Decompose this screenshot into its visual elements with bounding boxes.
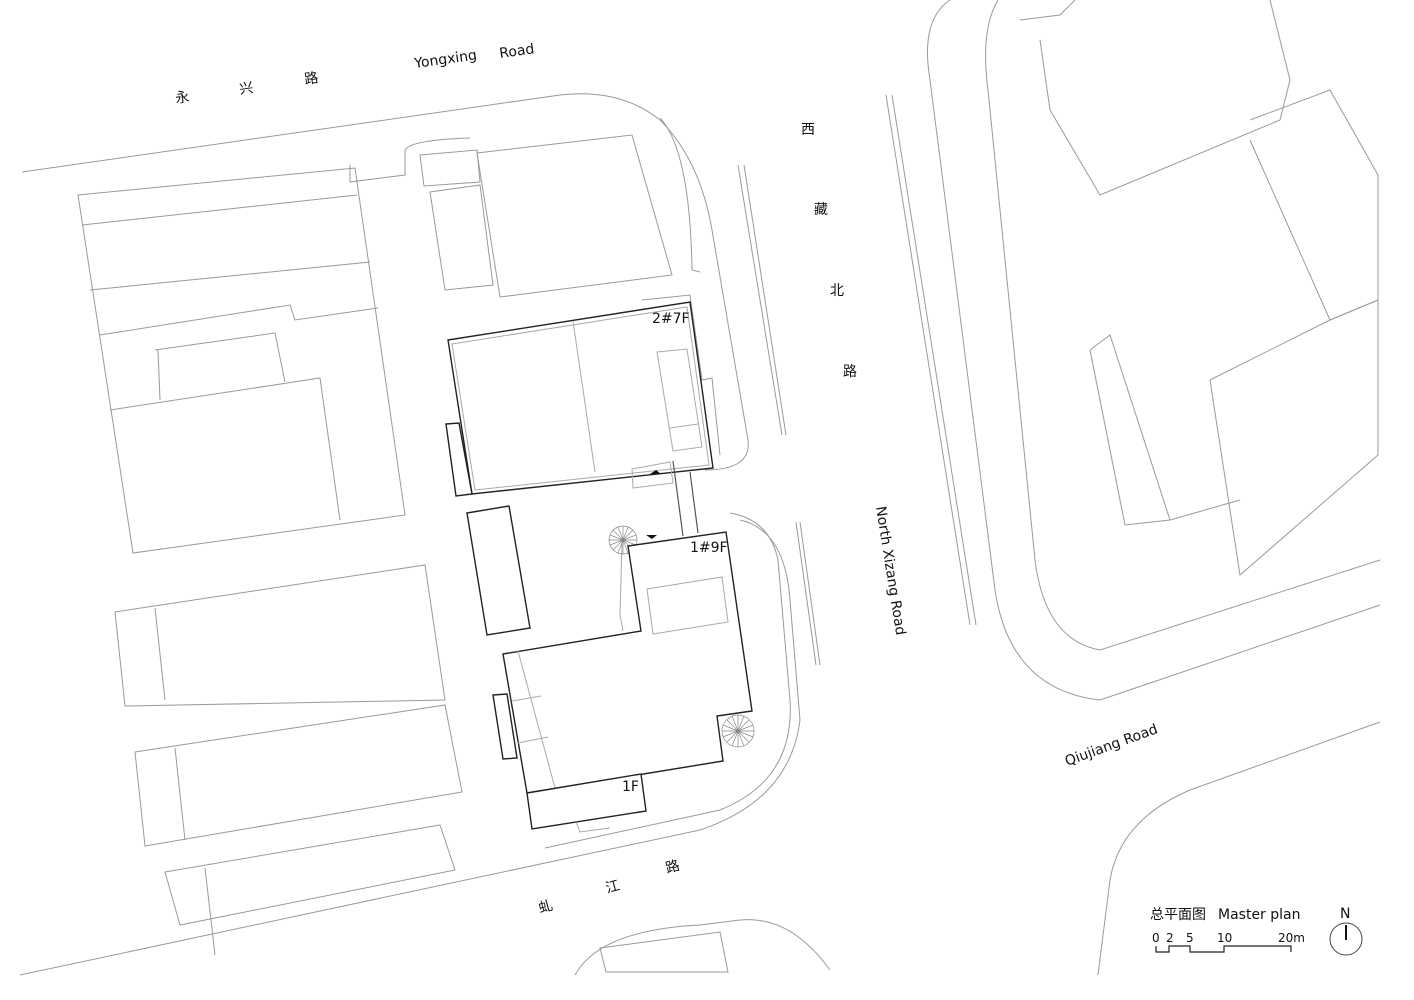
- building-1: 1#9F 1F: [492, 531, 755, 833]
- scale-tick-2: 2: [1166, 931, 1174, 945]
- legend-title-en: Master plan: [1218, 907, 1301, 923]
- yongxing-en-1: Yongxing: [412, 47, 478, 72]
- yongxing-cn-1: 永: [174, 89, 190, 107]
- north-arrow-icon: N: [1329, 906, 1363, 956]
- building-1-label: 1#9F: [690, 540, 728, 556]
- road-edges: [19, 0, 1381, 976]
- xizang-cn-2: 藏: [814, 202, 828, 218]
- courtyard: [466, 460, 699, 636]
- yongxing-cn-2: 兴: [238, 80, 254, 98]
- road-labels: 永 兴 路 Yongxing Road 西 藏 北 路 North Xizang…: [174, 41, 1160, 917]
- legend-title-cn: 总平面图: [1150, 907, 1206, 923]
- scale-bar: [1155, 945, 1292, 953]
- building-2: 2#7F: [445, 301, 714, 497]
- qiujiang-en: Qiujiang Road: [1063, 721, 1160, 769]
- xizang-cn-1: 西: [801, 122, 815, 138]
- podium-label: 1F: [622, 779, 639, 795]
- entrance-arrow-down-icon: [646, 535, 657, 539]
- yongxing-cn-3: 路: [303, 70, 319, 88]
- xizang-en: North Xizang Road: [872, 505, 908, 636]
- xizang-cn-4: 路: [843, 364, 857, 380]
- tree-icon: [608, 525, 638, 555]
- qiujiang-cn-2: 江: [604, 878, 622, 897]
- entrance-arrow-up-icon: [650, 470, 661, 474]
- surrounding-blocks: [77, 0, 1379, 973]
- qiujiang-cn-3: 路: [664, 858, 682, 877]
- scale-tick-20: 20m: [1278, 931, 1305, 945]
- xizang-cn-3: 北: [830, 283, 844, 299]
- tree-icon: [721, 714, 755, 748]
- scale-tick-0: 0: [1152, 931, 1160, 945]
- scale-tick-5: 5: [1186, 931, 1194, 945]
- north-label: N: [1340, 906, 1350, 922]
- qiujiang-cn-1: 虬: [537, 898, 555, 917]
- building-2-label: 2#7F: [652, 311, 690, 327]
- yongxing-en-2: Road: [498, 41, 535, 62]
- legend: 总平面图 Master plan 0 2 5 10 20m N: [1150, 906, 1363, 956]
- scale-tick-10: 10: [1217, 931, 1232, 945]
